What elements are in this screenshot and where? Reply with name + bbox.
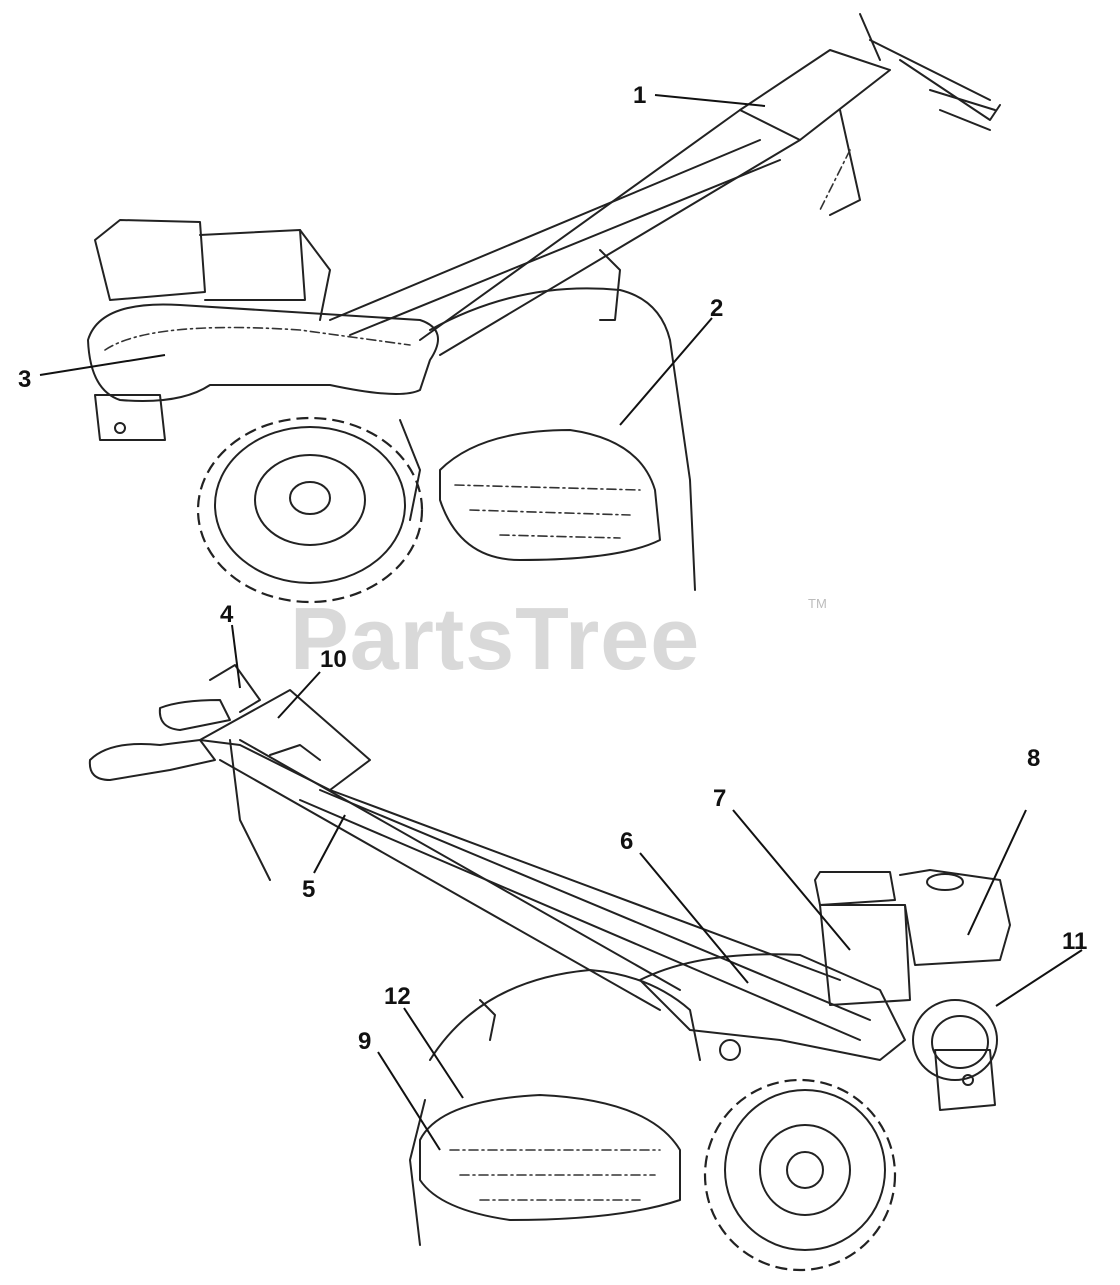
leader-8 — [967, 809, 1027, 936]
callout-2: 2 — [710, 295, 724, 322]
leader-lines — [39, 94, 1083, 1151]
callout-4: 4 — [220, 601, 234, 628]
leader-3 — [39, 354, 166, 376]
leader-2 — [619, 317, 713, 426]
leader-7 — [732, 809, 851, 951]
leader-11 — [995, 949, 1083, 1007]
callout-3: 3 — [18, 366, 32, 393]
callout-5: 5 — [302, 876, 316, 903]
callout-11: 11 — [1062, 928, 1088, 955]
leader-12 — [403, 1007, 464, 1099]
callout-8: 8 — [1027, 745, 1041, 772]
callout-6: 6 — [620, 828, 634, 855]
trademark-symbol: TM — [808, 596, 827, 611]
callout-10: 10 — [320, 646, 347, 673]
callout-12: 12 — [384, 983, 411, 1010]
tiller-bottom-view — [88, 664, 1011, 1272]
leader-1 — [654, 94, 766, 107]
leader-6 — [639, 852, 749, 984]
callout-1: 1 — [633, 82, 647, 109]
callout-9: 9 — [358, 1028, 372, 1055]
leader-10 — [277, 671, 321, 719]
leader-5 — [313, 814, 346, 874]
tiller-top-view — [87, 13, 1001, 604]
callout-7: 7 — [713, 785, 727, 812]
leader-4 — [231, 624, 241, 689]
leader-9 — [377, 1051, 441, 1151]
partstree-watermark: PartsTree — [290, 589, 701, 688]
